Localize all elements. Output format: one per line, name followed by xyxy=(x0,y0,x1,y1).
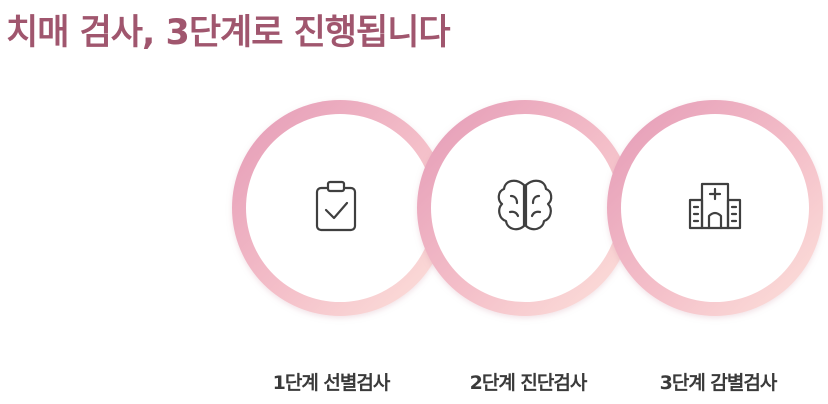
step-label-2: 2단계 진단검사 xyxy=(469,372,588,394)
step-ring-3 xyxy=(607,100,823,316)
hospital-icon xyxy=(688,182,742,230)
clipboard-check-icon xyxy=(315,180,357,232)
step-label-1: 1단계 선별검사 xyxy=(272,372,391,394)
step-label-3: 3단계 감별검사 xyxy=(659,372,778,394)
page-title: 치매 검사, 3단계로 진행됩니다 xyxy=(6,13,451,53)
brain-icon xyxy=(497,179,553,231)
